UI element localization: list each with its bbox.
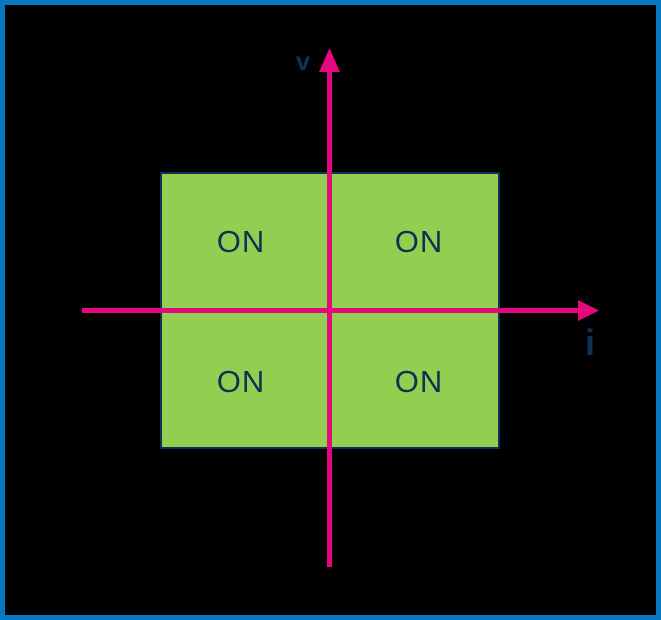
i-axis-label: i: [585, 322, 595, 363]
i-axis-arrowhead-icon: [578, 300, 599, 321]
quadrant-label-top-left: ON: [217, 224, 266, 259]
quadrant-label-bottom-left: ON: [217, 364, 266, 399]
v-axis-label: v: [296, 46, 311, 76]
v-axis-arrowhead-icon: [319, 48, 340, 72]
quadrant-label-top-right: ON: [395, 224, 444, 259]
quadrant-label-bottom-right: ON: [395, 364, 444, 399]
